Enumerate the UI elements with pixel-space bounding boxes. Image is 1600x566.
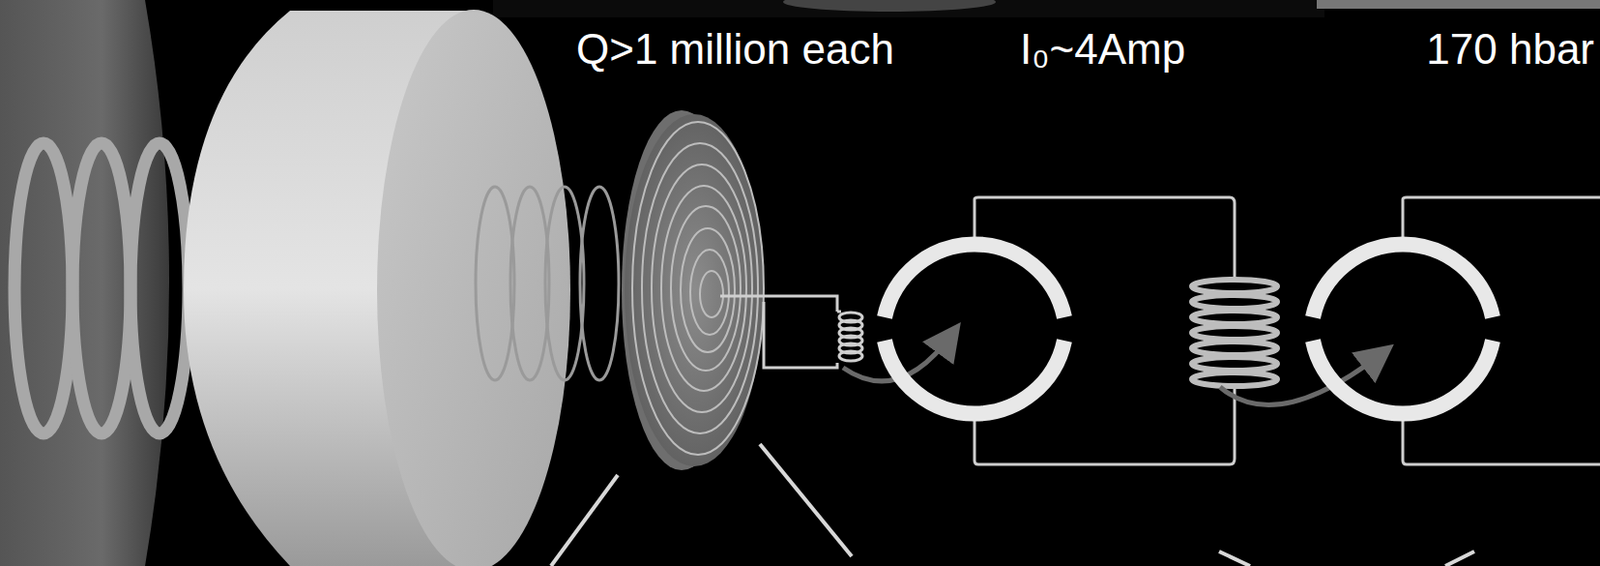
top-photo: [783, 0, 996, 12]
large-spring: [14, 143, 189, 434]
wall: [0, 0, 170, 566]
top-photo: [1316, 0, 1600, 9]
spiral-disk: [621, 110, 764, 470]
leader-line: [551, 443, 1475, 566]
small-spring: [475, 186, 619, 380]
pickup-coil: [839, 312, 863, 361]
transformer-coil: [1192, 279, 1278, 386]
squid-loop: [1312, 243, 1493, 413]
cylinder-mass: [183, 9, 571, 566]
circuit-wire: [1402, 197, 1600, 465]
annotation-label: 170 hbar: [1425, 25, 1595, 75]
squid-loop: [884, 243, 1065, 413]
annotation-label: I₀~4Amp: [1019, 25, 1186, 75]
annotation-label: Q>1 million each: [576, 25, 895, 75]
pickup-wire: [720, 295, 842, 368]
